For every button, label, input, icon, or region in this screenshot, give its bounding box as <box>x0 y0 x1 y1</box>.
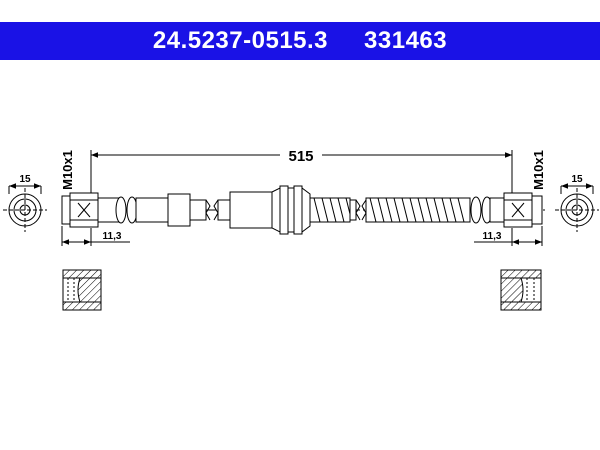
depth-dimension-right <box>474 226 543 246</box>
reference-number: 331463 <box>364 27 448 54</box>
thread-left-label: M10x1 <box>60 150 75 190</box>
header-banner-text: 24.5237-0515.3 331463 <box>0 22 600 60</box>
part-number: 24.5237-0515.3 <box>152 27 329 54</box>
right-end-view <box>555 183 599 232</box>
header-banner <box>0 22 600 60</box>
thread-right-label: M10x1 <box>531 150 546 190</box>
length-dimension <box>90 150 513 200</box>
depth-right-label: 11,3 <box>483 231 502 242</box>
depth-dimension-left <box>61 226 130 246</box>
left-section-view <box>62 269 102 311</box>
hose-body <box>61 185 545 235</box>
diameter-right-label: 15 <box>571 174 583 185</box>
diameter-left-label: 15 <box>19 174 31 185</box>
length-label: 515 <box>288 148 313 165</box>
left-end-view <box>3 183 47 232</box>
right-section-view <box>500 269 542 311</box>
depth-left-label: 11,3 <box>103 231 122 242</box>
